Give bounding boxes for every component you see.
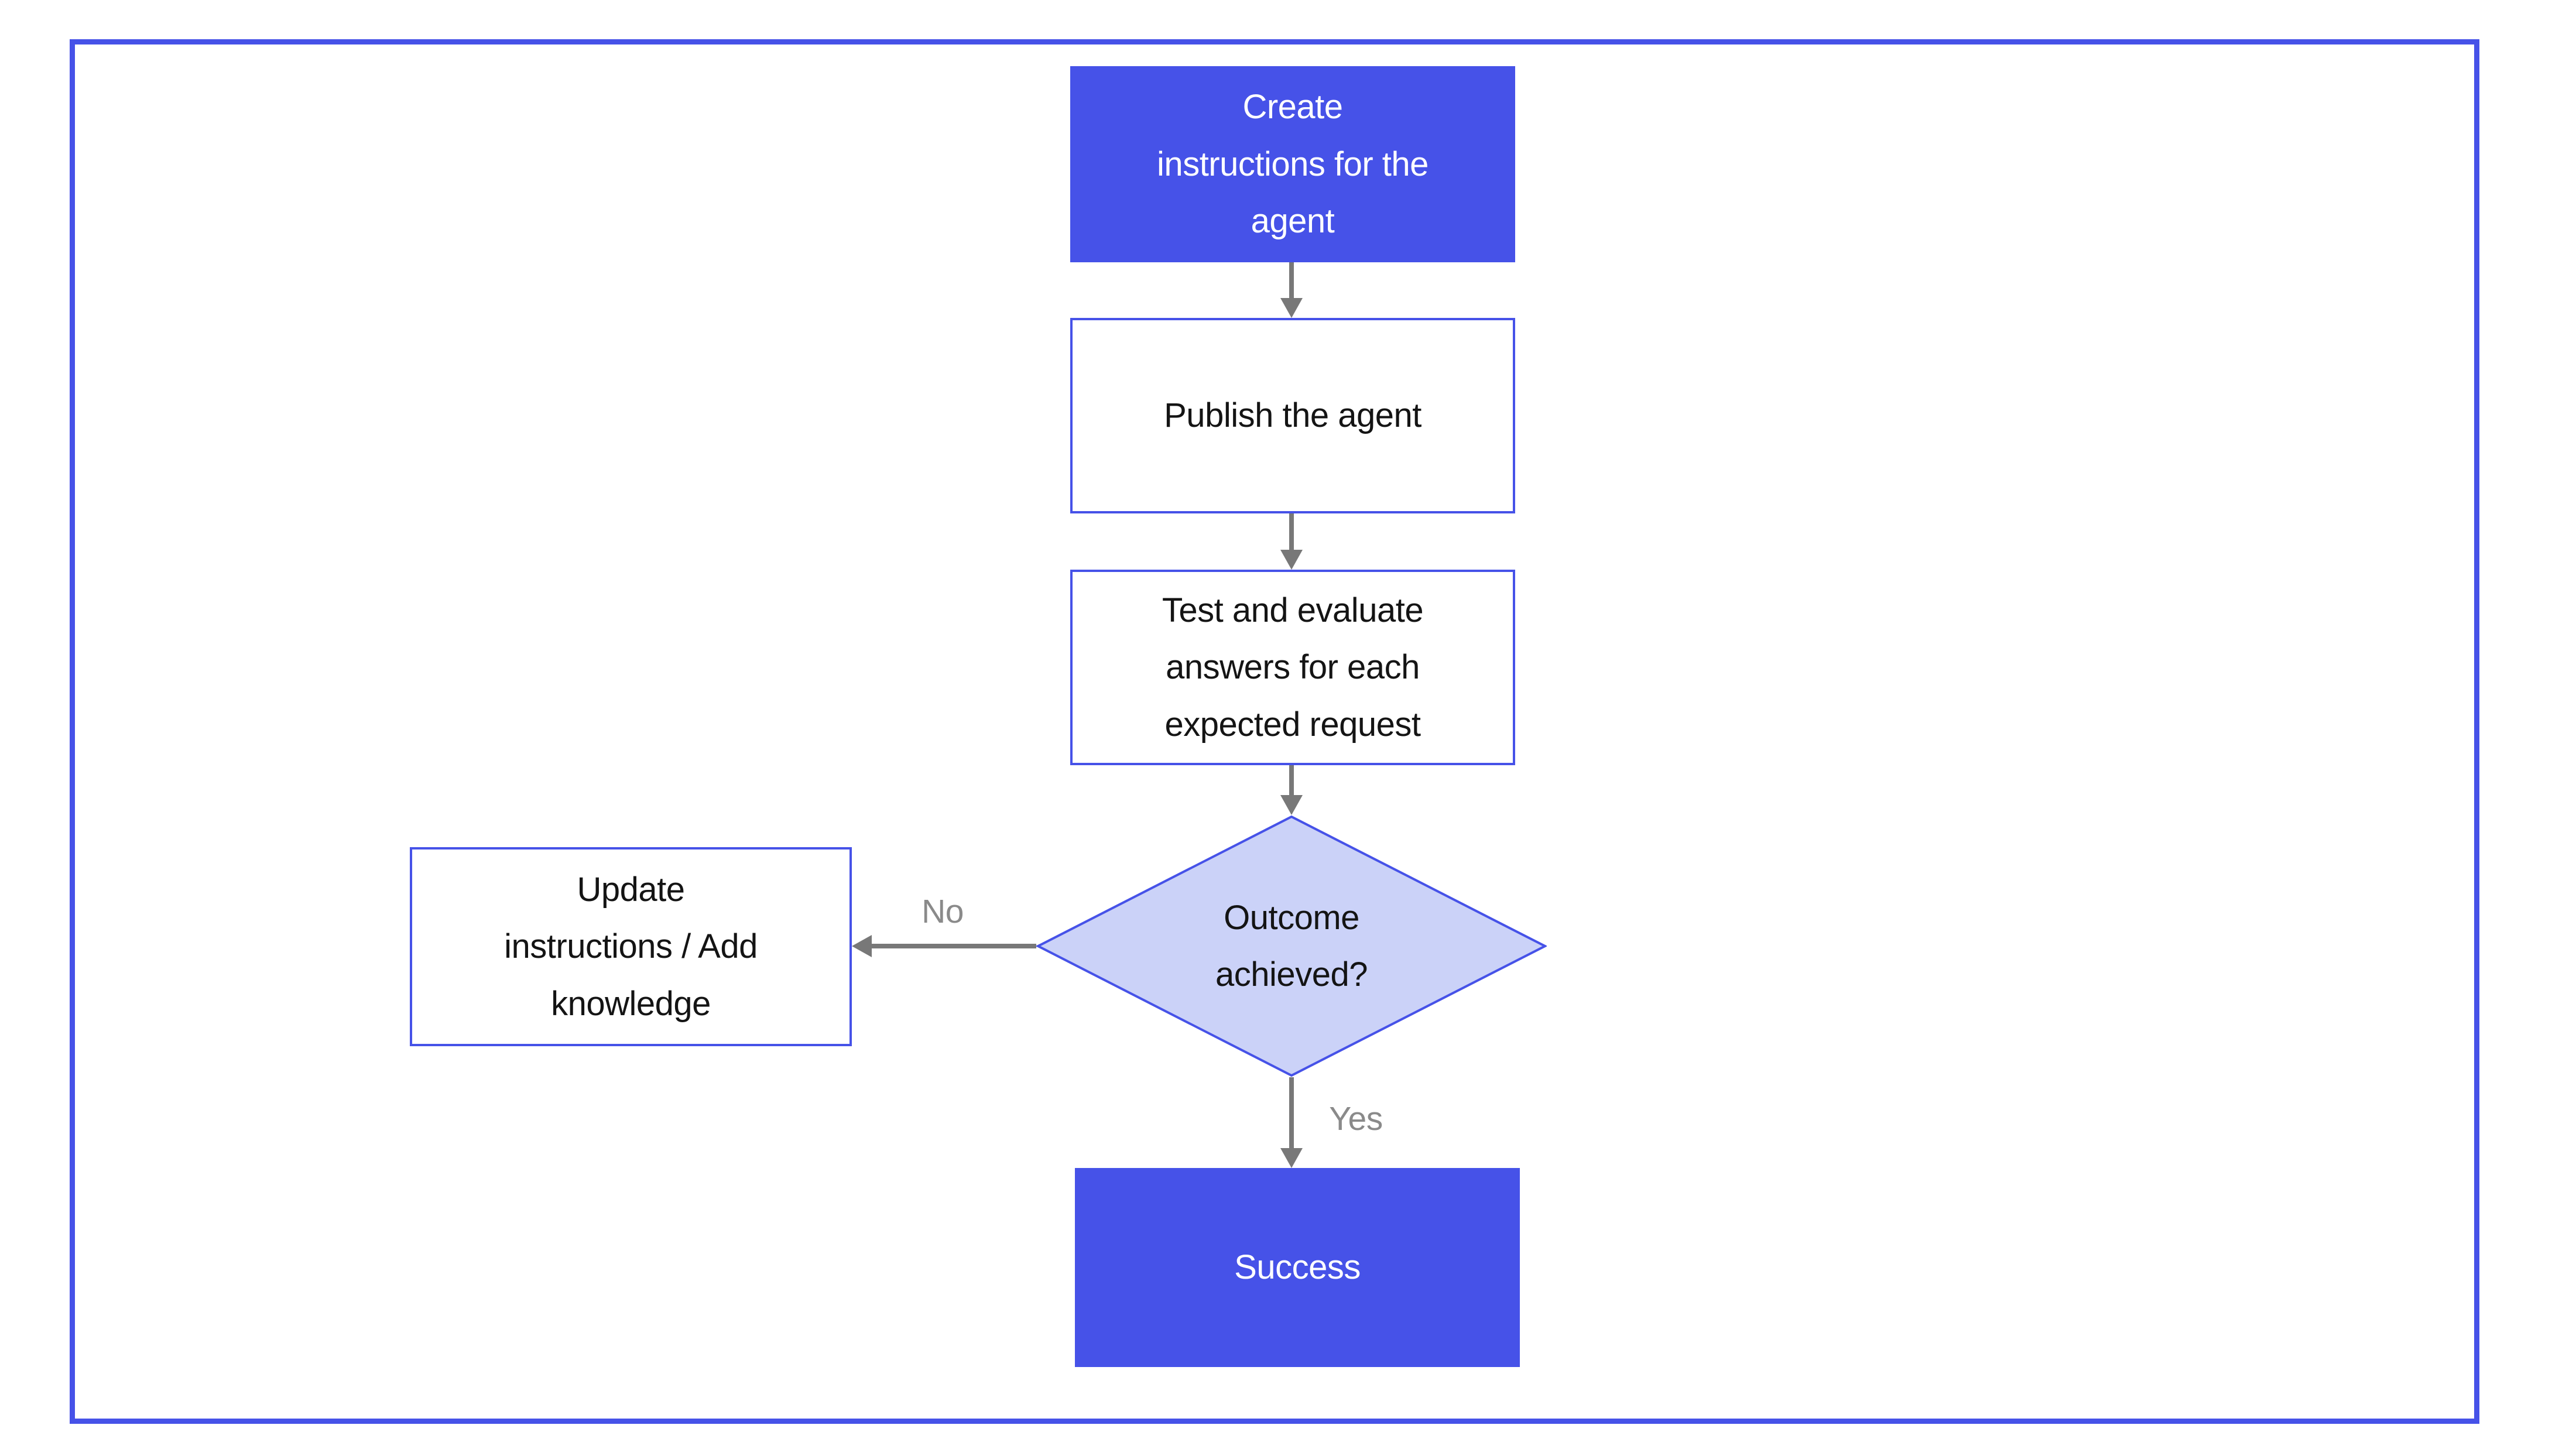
edge-label-no: No: [922, 893, 964, 930]
arrowhead-down-icon: [1280, 550, 1303, 570]
node-create-instructions: Create instructions for the agent: [1070, 66, 1515, 262]
arrow-create-to-publish: [1289, 262, 1294, 299]
node-success: Success: [1075, 1168, 1520, 1367]
arrowhead-down-icon: [1280, 1148, 1303, 1168]
node-decision-outcome: Outcome achieved?: [1215, 898, 1368, 994]
arrow-publish-to-test: [1289, 513, 1294, 551]
edge-label-yes: Yes: [1329, 1100, 1383, 1138]
arrowhead-down-icon: [1280, 298, 1303, 318]
arrow-decision-to-success: [1289, 1077, 1294, 1149]
node-test-evaluate: Test and evaluate answers for each expec…: [1070, 570, 1515, 765]
node-publish-agent: Publish the agent: [1070, 318, 1515, 513]
arrow-decision-to-update: [872, 944, 1036, 948]
decision-diamond-shape: [1036, 815, 1547, 1077]
node-update-instructions: Update instructions / Add knowledge: [410, 847, 852, 1046]
arrowhead-left-icon: [852, 935, 872, 957]
page-frame: [70, 39, 2479, 1424]
arrowhead-down-icon: [1280, 795, 1303, 815]
arrow-test-to-decision: [1289, 765, 1294, 796]
